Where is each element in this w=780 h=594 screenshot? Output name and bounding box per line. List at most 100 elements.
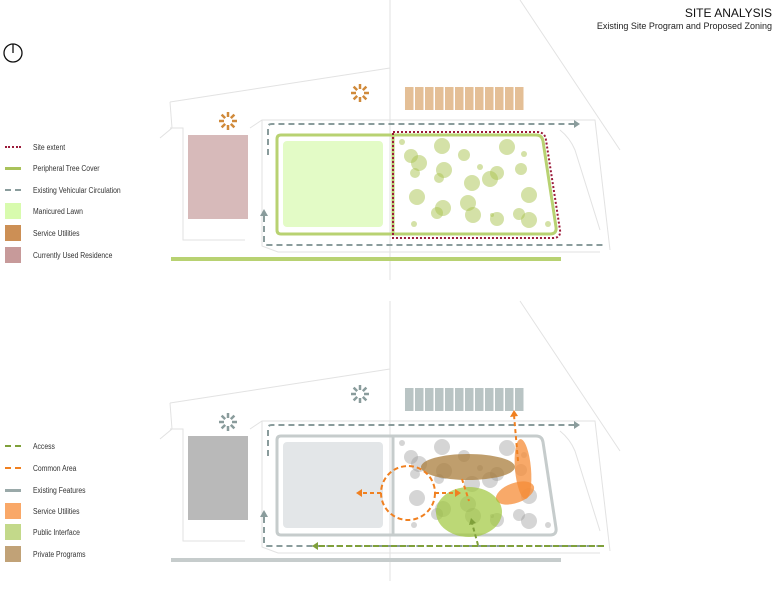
tree bbox=[434, 138, 450, 154]
circulation-bottom bbox=[263, 216, 604, 246]
circulation-top bbox=[267, 424, 574, 456]
tree bbox=[399, 139, 405, 145]
parking-stall bbox=[435, 87, 444, 110]
tree bbox=[499, 139, 515, 155]
parking-stall bbox=[475, 388, 484, 411]
arrow-icon bbox=[510, 410, 518, 417]
legend-item: Common Area bbox=[5, 460, 165, 476]
tree bbox=[545, 522, 551, 528]
arrow-icon bbox=[260, 510, 268, 517]
proposed-zoning-plan bbox=[159, 300, 621, 581]
arrow-icon bbox=[574, 421, 580, 429]
circulation-top bbox=[267, 123, 574, 155]
sun-ray bbox=[352, 85, 359, 92]
arrow-icon bbox=[574, 120, 580, 128]
legend-label: Service Utilities bbox=[33, 228, 80, 238]
sun-ray bbox=[229, 122, 236, 129]
sun-ray bbox=[352, 395, 359, 402]
parking-stalls bbox=[405, 87, 524, 110]
legend-item: Service Utilities bbox=[5, 225, 165, 241]
parking-stall bbox=[455, 87, 464, 110]
legend-swatch bbox=[5, 139, 21, 155]
tree bbox=[409, 189, 425, 205]
legend-item: Access bbox=[5, 438, 165, 454]
sun-ray bbox=[229, 423, 236, 430]
arrow-icon bbox=[356, 489, 362, 497]
parking-stall bbox=[425, 388, 434, 411]
tree-cover-strip bbox=[171, 558, 561, 562]
legend-label: Common Area bbox=[33, 463, 77, 473]
tree bbox=[434, 173, 444, 183]
sun-ray bbox=[361, 386, 368, 393]
lawn bbox=[283, 141, 383, 227]
legend-item: Existing Features bbox=[5, 482, 165, 498]
legend-swatch bbox=[5, 482, 21, 498]
legend-label: Existing Features bbox=[33, 485, 86, 495]
parking-stall bbox=[505, 388, 514, 411]
legend-label: Public Interface bbox=[33, 527, 80, 537]
tree bbox=[410, 168, 420, 178]
tree bbox=[458, 149, 470, 161]
tree bbox=[465, 207, 481, 223]
legend-swatch bbox=[5, 546, 21, 562]
tree-cover-strip bbox=[171, 257, 561, 261]
sun-ray bbox=[220, 113, 227, 120]
private-programs-zone bbox=[421, 454, 515, 480]
arrow-icon bbox=[312, 542, 318, 550]
legend-swatch bbox=[5, 182, 21, 198]
parking-stalls bbox=[405, 388, 524, 411]
tree bbox=[409, 490, 425, 506]
parking-stall bbox=[405, 388, 414, 411]
site-extent bbox=[392, 131, 562, 239]
tree bbox=[434, 439, 450, 455]
parking-stall bbox=[445, 388, 454, 411]
legend-swatch bbox=[5, 203, 21, 219]
legend-item: Service Utilities bbox=[5, 503, 165, 519]
sun-ray bbox=[220, 122, 227, 129]
legend-item: Site extent bbox=[5, 139, 165, 155]
legend-label: Manicured Lawn bbox=[33, 206, 83, 216]
common-area bbox=[380, 465, 436, 521]
legend-swatch bbox=[5, 503, 21, 519]
legend-label: Private Programs bbox=[33, 549, 86, 559]
parking-stall bbox=[455, 388, 464, 411]
legend-label: Site extent bbox=[33, 142, 66, 152]
parking-stall bbox=[415, 388, 424, 411]
common-area-access bbox=[461, 478, 470, 502]
tree bbox=[431, 207, 443, 219]
parking-stall bbox=[435, 388, 444, 411]
tree bbox=[499, 440, 515, 456]
legend-swatch bbox=[5, 160, 21, 176]
tree bbox=[411, 155, 427, 171]
tree bbox=[490, 166, 504, 180]
sun-ray bbox=[361, 85, 368, 92]
circulation-bottom bbox=[263, 517, 604, 547]
parking-stall bbox=[465, 388, 474, 411]
parking-stall bbox=[415, 87, 424, 110]
parking-stall bbox=[405, 87, 414, 110]
access-path bbox=[471, 522, 479, 546]
legend-label: Peripheral Tree Cover bbox=[33, 163, 100, 173]
arrow-icon bbox=[260, 209, 268, 216]
legend-item: Private Programs bbox=[5, 546, 165, 562]
tree bbox=[521, 212, 537, 228]
service-utility-icon bbox=[219, 413, 237, 431]
service-utility-icon bbox=[351, 84, 369, 102]
parking-stall bbox=[505, 87, 514, 110]
tree bbox=[410, 469, 420, 479]
public-interface-zone bbox=[436, 487, 502, 537]
tree bbox=[411, 522, 417, 528]
tree bbox=[464, 175, 480, 191]
page-title: SITE ANALYSIS bbox=[684, 6, 772, 20]
arrow-icon bbox=[455, 489, 461, 497]
context-lines bbox=[159, 0, 621, 280]
existing-site-plan bbox=[159, 0, 621, 280]
parking-stall bbox=[515, 388, 524, 411]
tree bbox=[521, 187, 537, 203]
tree bbox=[460, 195, 476, 211]
tree bbox=[490, 213, 494, 217]
legend-swatch bbox=[5, 460, 21, 476]
sun-ray bbox=[220, 423, 227, 430]
